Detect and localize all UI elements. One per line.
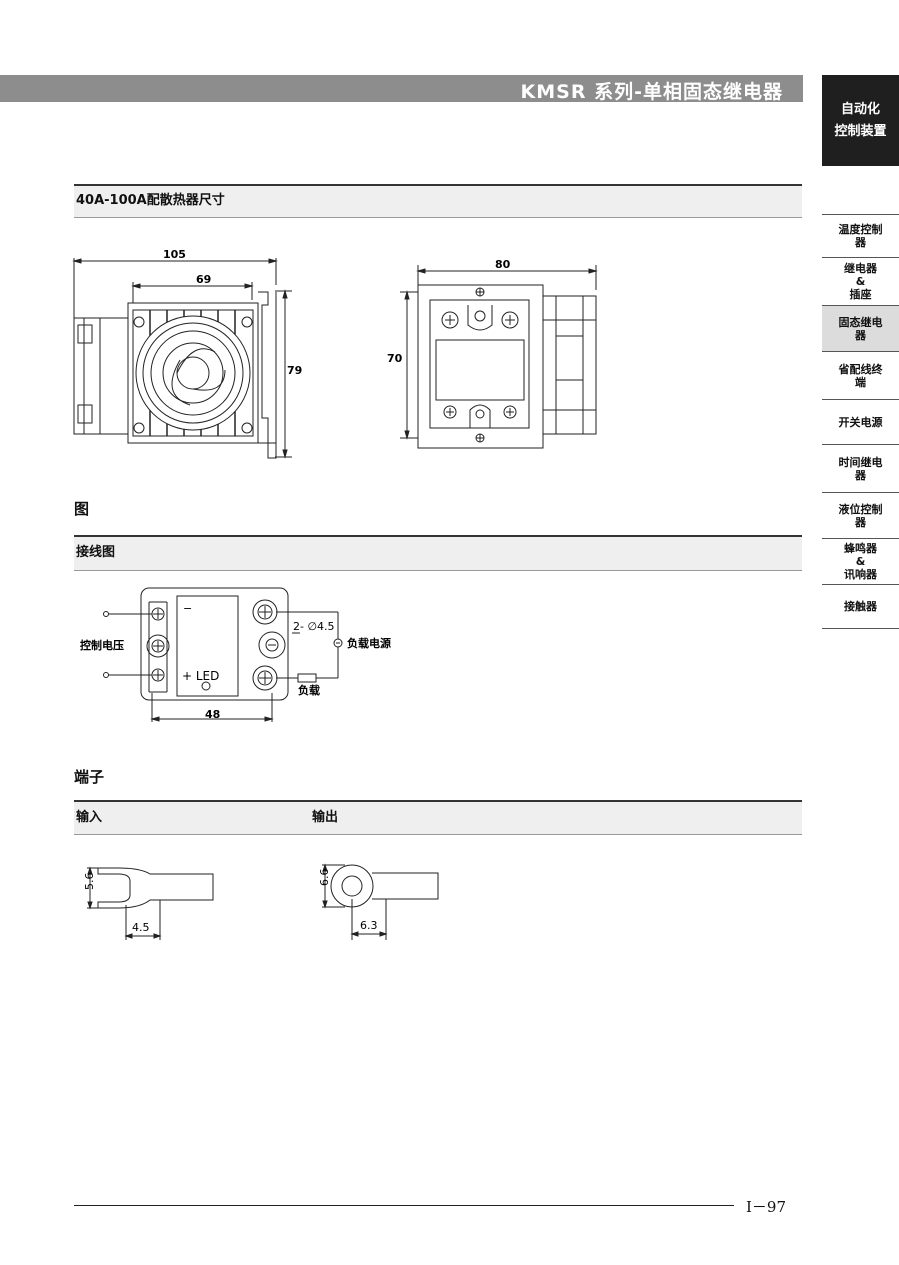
dim-69-label: 69 — [196, 273, 211, 286]
category-tab-line1: 自动化 — [840, 101, 880, 117]
control-voltage-label: 控制电压 — [80, 638, 124, 652]
nav-item-switching-power[interactable]: 开关电源 — [822, 400, 899, 445]
nav-item-label: 插座 — [849, 288, 872, 301]
nav-item-label: 省配线终 — [838, 362, 883, 376]
category-tab: 自动化 控制装置 — [822, 75, 899, 166]
nav-item-level-controller[interactable]: 液位控制 器 — [822, 493, 899, 539]
nav-item-label: 固态继电 — [838, 315, 883, 329]
load-power-label: 负载电源 — [347, 636, 391, 650]
nav-item-label: 时间继电 — [838, 455, 883, 469]
dim-79-label: 79 — [287, 364, 302, 377]
nav-item-label: 器 — [855, 236, 866, 249]
dim-105-label: 105 — [163, 248, 186, 261]
nav-item-solid-state-relay[interactable]: 固态继电 器 — [822, 306, 899, 352]
load-label: 负载 — [298, 683, 320, 697]
nav-item-buzzer[interactable]: 蜂鸣器 & 讯响器 — [822, 539, 899, 585]
section-heatsink-header: 40A-100A配散热器尺寸 — [74, 184, 802, 218]
nav-item-label: 器 — [855, 328, 866, 342]
nav-item-label: 器 — [855, 468, 866, 482]
dim-70-label: 70 — [387, 352, 403, 365]
nav-item-label: 温度控制 — [838, 223, 883, 236]
nav-item-label: 继电器 — [844, 262, 877, 275]
hole-spec-label: 2- ∅4.5 — [293, 620, 335, 633]
plus-led-label: + LED — [182, 669, 219, 683]
nav-item-label: 接触器 — [844, 600, 877, 613]
output-label: 输出 — [312, 810, 339, 825]
nav-item-label: 蜂鸣器 — [844, 542, 877, 555]
output-dim-w-label: 6.3 — [360, 919, 378, 932]
nav-item-label: 开关电源 — [838, 415, 883, 429]
output-dim-h-label: 6.6 — [318, 869, 331, 887]
nav-item-label: 端 — [855, 375, 866, 389]
minus-mark: − — [183, 602, 192, 615]
nav-item-label: 讯响器 — [844, 568, 877, 581]
page-number: I－97 — [746, 1198, 787, 1216]
footer-rule — [74, 1205, 734, 1206]
nav-item-relay-socket[interactable]: 继电器 & 插座 — [822, 258, 899, 306]
category-tab-line2: 控制装置 — [834, 123, 887, 139]
page-title: KMSR 系列-单相固态继电器 — [520, 81, 783, 103]
wiring-diagram: 控制电压 − + LED 2- ∅4.5 负载电源 负载 48 — [80, 587, 391, 722]
side-nav: 温度控制 器 继电器 & 插座 固态继电 器 省配线终 端 开关电源 时间继电 … — [822, 214, 899, 629]
dim-48-label: 48 — [205, 708, 220, 721]
nav-item-label: 器 — [855, 515, 866, 529]
terminals-drawing: 5.6 4.5 6.6 6.3 — [83, 863, 439, 940]
section-terminals-header: 输入 输出 — [74, 800, 802, 835]
nav-item-label: 液位控制 — [838, 502, 883, 516]
nav-item-label: & — [855, 275, 866, 288]
title-bar: KMSR 系列-单相固态继电器 — [0, 75, 803, 103]
figure-label: 图 — [74, 500, 90, 518]
nav-item-contactor[interactable]: 接触器 — [822, 585, 899, 629]
section-heading: 40A-100A配散热器尺寸 — [76, 193, 225, 208]
section-wiring-header: 接线图 — [74, 535, 802, 571]
nav-item-time-relay[interactable]: 时间继电 器 — [822, 445, 899, 493]
input-dim-w-label: 4.5 — [132, 921, 150, 934]
nav-item-wiring-terminal[interactable]: 省配线终 端 — [822, 352, 899, 400]
nav-item-label: & — [855, 555, 866, 568]
terminals-title: 端子 — [74, 768, 105, 786]
section-heading: 接线图 — [76, 545, 116, 560]
input-dim-h-label: 5.6 — [83, 873, 96, 891]
nav-item-temperature-controller[interactable]: 温度控制 器 — [822, 214, 899, 258]
input-label: 输入 — [76, 810, 103, 825]
dim-80-label: 80 — [495, 258, 511, 271]
heatsink-drawing: 105 69 79 80 70 — [72, 248, 598, 459]
